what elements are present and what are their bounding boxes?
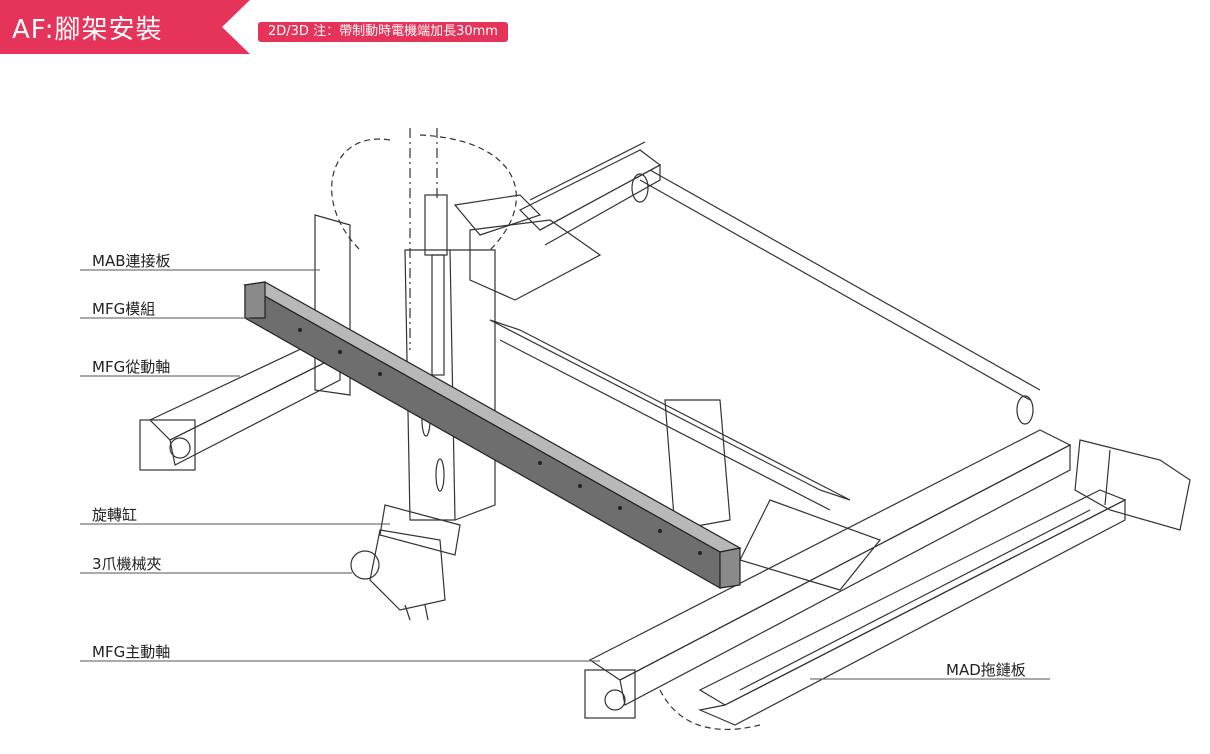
motor	[1074, 439, 1191, 531]
callout-drag-chain-plate: MAD拖鏈板	[946, 661, 1026, 679]
rotary-cylinder	[379, 504, 461, 556]
carriage-right	[664, 399, 731, 531]
note-badge: 2D/3D 注：帶制動時電機端加長30mm	[258, 22, 508, 42]
callout-mfg-driven-axis: MFG從動軸	[92, 358, 171, 376]
callout-gripper: 3爪機械夾	[92, 555, 162, 573]
callout-mfg-module: MFG模組	[92, 300, 156, 318]
gripper-body	[369, 529, 446, 611]
callout-mab-plate: MAB連接板	[92, 252, 171, 270]
mfg-module	[243, 281, 742, 590]
swing-arc	[419, 134, 517, 251]
carriage-front	[739, 499, 881, 591]
back-rail	[518, 149, 662, 231]
cross-beam	[489, 319, 851, 501]
rotation-arc	[331, 138, 391, 251]
callout-mfg-drive-axis: MFG主動軸	[92, 643, 171, 661]
page-title: AF:腳架安裝	[12, 15, 163, 45]
lower-dash-arc	[659, 689, 761, 730]
top-plate	[469, 219, 602, 301]
header-banner	[0, 0, 250, 54]
sync-shaft	[639, 169, 1041, 401]
callout-rotary-cylinder: 旋轉缸	[92, 506, 138, 524]
drag-chain-plate	[698, 489, 1127, 706]
